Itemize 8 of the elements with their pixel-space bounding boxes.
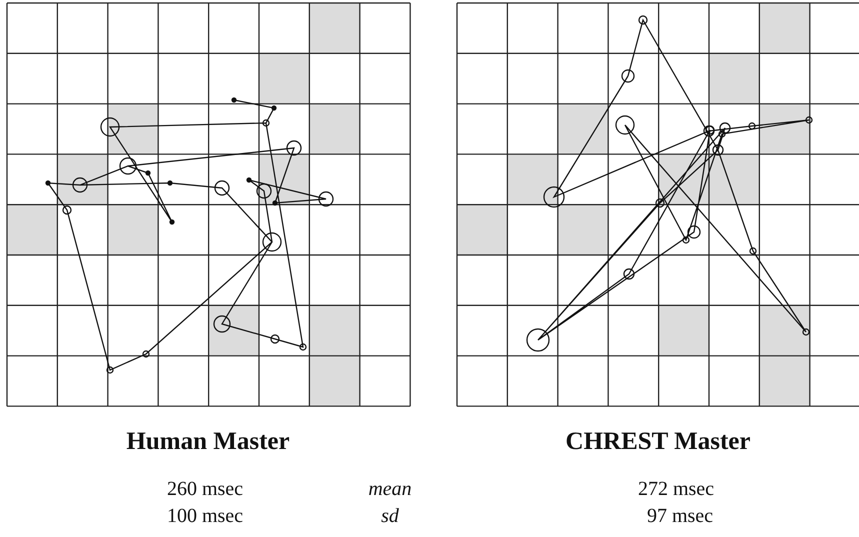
time-value: 97 msec: [646, 505, 714, 528]
time-value: 100 msec: [166, 505, 244, 528]
board-title: CHREST Master: [566, 428, 750, 456]
time-value: 260 msec: [166, 478, 244, 501]
statistic-label: sd: [381, 505, 399, 528]
board-title: Human Master: [126, 428, 290, 456]
statistic-label: mean: [368, 478, 412, 501]
time-value: 272 msec: [638, 478, 714, 501]
